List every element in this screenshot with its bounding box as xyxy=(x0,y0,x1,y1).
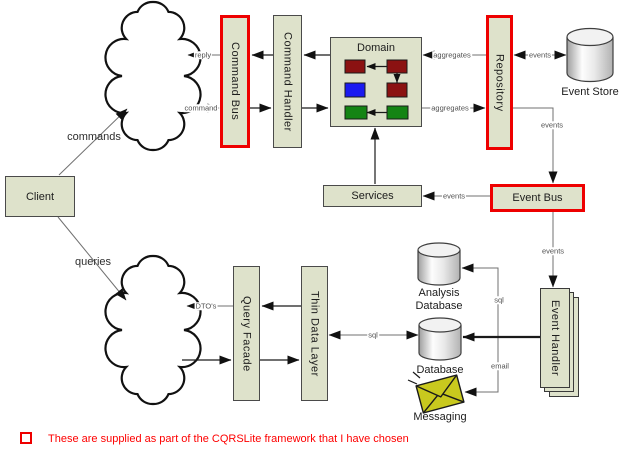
edge-repository-eventbus xyxy=(513,107,558,184)
edge-label-aggregates-in: aggregates xyxy=(432,50,472,60)
edge-label-events-store: events xyxy=(527,50,553,60)
event-store-label: Event Store xyxy=(561,86,619,98)
edge-label-dtos: DTO's xyxy=(194,301,218,311)
legend-red-square xyxy=(20,432,32,444)
edge-label-sql-analysis: sql xyxy=(493,295,505,305)
database-label: Database xyxy=(416,364,464,376)
node-thin-data-layer: Thin Data Layer xyxy=(301,266,328,401)
node-query-facade: Query Facade xyxy=(233,266,260,401)
node-event-bus: Event Bus xyxy=(490,184,585,212)
edge-label-queries: queries xyxy=(74,256,112,268)
edge-label-reply: reply xyxy=(193,50,213,60)
message-cloud-top xyxy=(104,0,202,152)
node-event-handler: Event Handler xyxy=(540,288,570,388)
message-cloud-bottom xyxy=(104,254,202,406)
messaging-envelope-icon xyxy=(407,371,465,414)
event-store-cylinder-icon xyxy=(566,27,614,83)
node-repository: Repository xyxy=(486,15,513,150)
node-command-handler: Command Handler xyxy=(273,15,302,148)
edge-label-events-repo-bus: events xyxy=(539,120,565,130)
edge-label-sql-read: sql xyxy=(367,330,379,340)
domain-title: Domain xyxy=(357,42,395,54)
edge-label-aggregates-out: aggregates xyxy=(430,103,470,113)
node-command-bus: Command Bus xyxy=(220,15,250,148)
messaging-label: Messaging xyxy=(413,411,467,423)
edge-label-events-bus-services: events xyxy=(441,191,467,201)
edge-label-command: command xyxy=(183,103,219,113)
legend-text: These are supplied as part of the CQRSLi… xyxy=(48,433,409,445)
edge-label-commands: commands xyxy=(67,131,121,143)
node-services: Services xyxy=(323,185,422,207)
node-client: Client xyxy=(5,176,75,217)
node-domain: Domain xyxy=(330,37,422,127)
analysis-database-label: Analysis Database xyxy=(415,287,463,312)
database-cylinder-icon xyxy=(418,317,462,361)
edge-label-email: email xyxy=(490,361,510,371)
edge-label-events-bus-handler: events xyxy=(540,246,566,256)
analysis-database-cylinder-icon xyxy=(417,242,461,286)
